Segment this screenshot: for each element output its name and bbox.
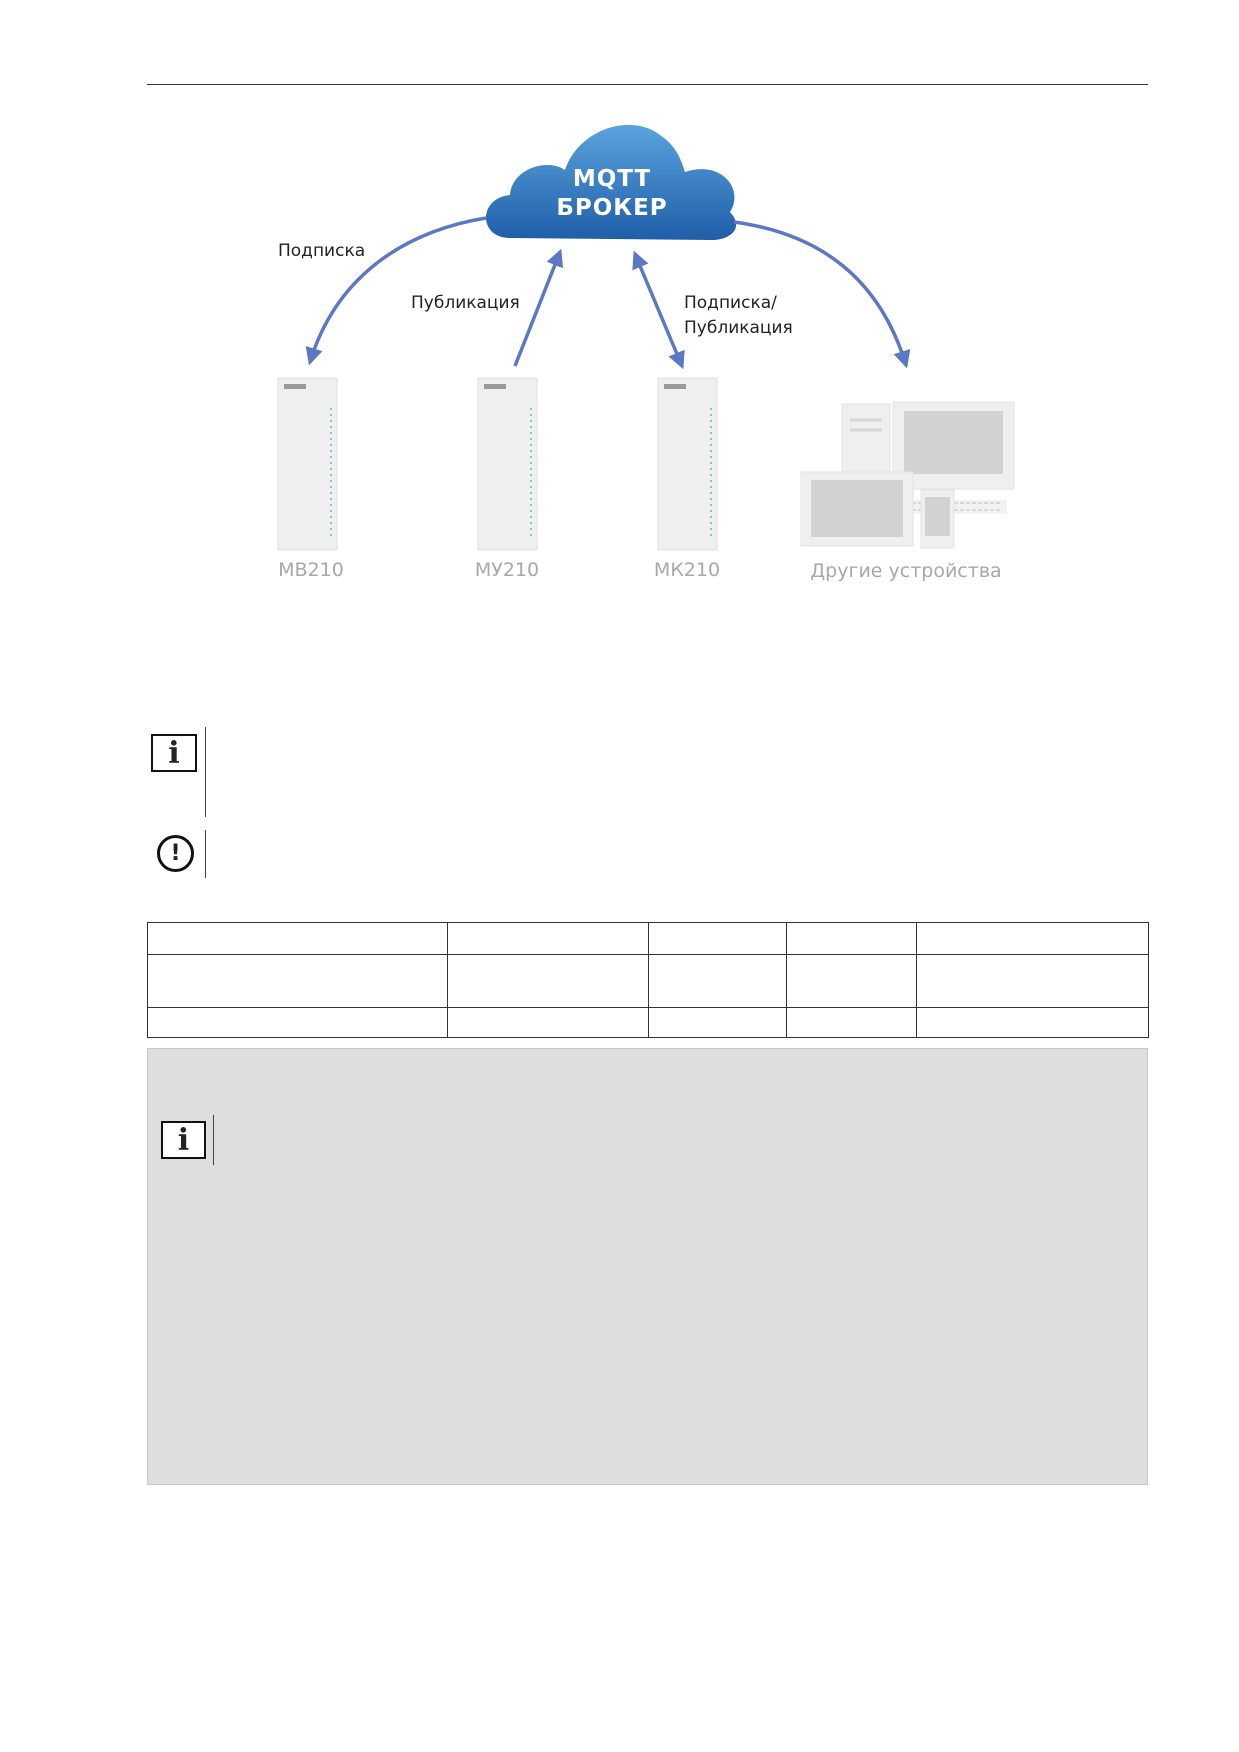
device-label-mu210: МУ210 [475,559,539,581]
table-cell [786,1007,917,1038]
warning-icon: ! [157,835,194,872]
info-icon-glyph: i [168,735,180,771]
warning-icon-glyph: ! [170,841,181,866]
panel-note-divider [213,1115,214,1165]
info-icon-glyph: i [177,1122,190,1158]
mqtt-diagram: MQTT БРОКЕР Подписка Публикация Подписка… [277,124,1015,582]
grey-note-panel: i [147,1048,1148,1485]
publish-label: Публикация [411,293,520,313]
other-devices-icon [800,401,1015,549]
table-cell [916,1007,1149,1038]
table-cell [648,954,787,1008]
module-mu210-icon [477,377,538,551]
table-row [147,1007,1149,1038]
table-cell [147,1007,448,1038]
cloud-label-line2: БРОКЕР [556,195,667,221]
mqtt-broker-cloud-icon: MQTT БРОКЕР [486,124,737,240]
subscribe-arrow [305,216,487,366]
page-header-rule [147,84,1148,85]
subscribe-publish-arrow [632,250,685,370]
table-cell [648,1007,787,1038]
parameter-table [147,922,1149,1038]
module-mk210-icon [657,377,718,551]
publish-arrow [513,248,563,367]
table-row [147,922,1149,955]
subscribe-arrow-right [733,220,911,369]
subpub-label-line1: Подписка/ [684,293,777,313]
table-cell [147,954,448,1008]
warning-divider [205,830,206,878]
note-divider [205,727,206,817]
device-label-other: Другие устройства [810,560,1001,582]
table-cell [447,954,649,1008]
table-cell [648,922,787,955]
module-mv210-icon [277,377,338,551]
info-icon: i [151,734,197,772]
table-cell [447,1007,649,1038]
table-cell [916,954,1149,1008]
table-cell [786,954,917,1008]
table-row [147,954,1149,1008]
table-cell [147,922,448,955]
cloud-label-line1: MQTT [573,166,651,192]
table-cell [786,922,917,955]
table-cell [916,922,1149,955]
subpub-label-line2: Публикация [684,318,793,338]
device-label-mk210: МК210 [654,559,720,581]
table-cell [447,922,649,955]
subscribe-label: Подписка [278,241,365,261]
info-icon: i [161,1121,206,1159]
device-label-mv210: МВ210 [278,559,344,581]
